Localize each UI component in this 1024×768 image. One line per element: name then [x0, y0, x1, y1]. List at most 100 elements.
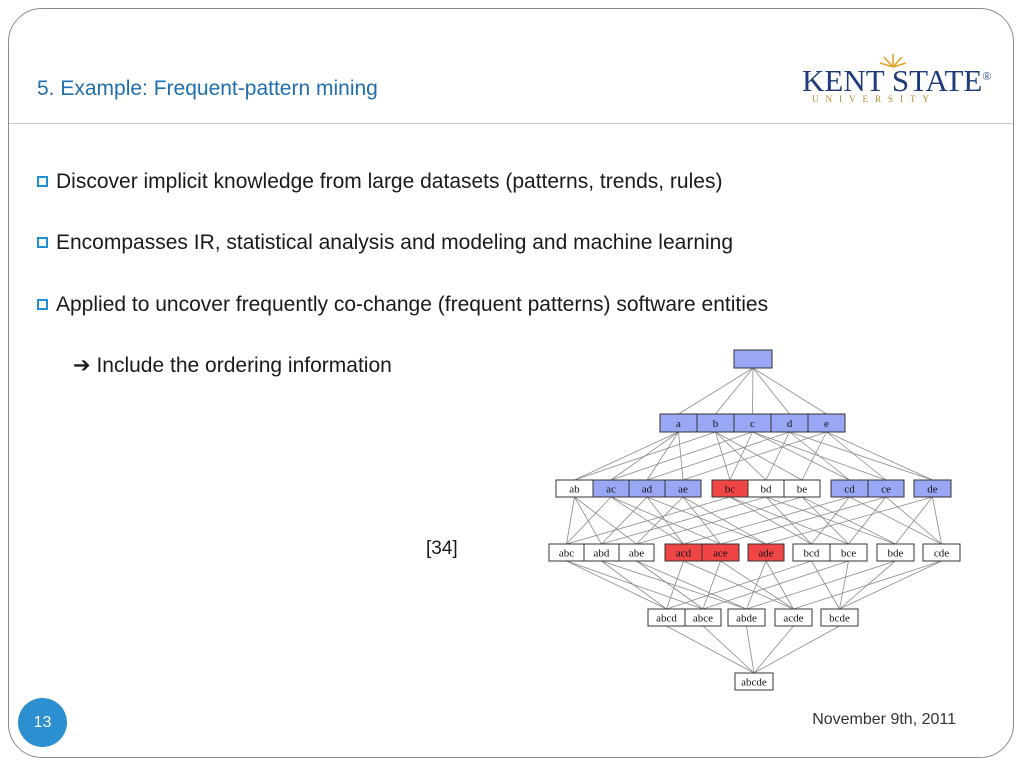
lattice-edge: [793, 560, 942, 610]
lattice-edge: [715, 431, 767, 481]
lattice-edge: [839, 560, 942, 610]
lattice-edge: [666, 625, 755, 674]
lattice-edge: [682, 496, 721, 545]
lattice-edge: [683, 496, 850, 545]
registered-mark: ®: [982, 69, 992, 83]
slide-date: November 9th, 2011: [812, 711, 956, 728]
lattice-edge: [715, 431, 731, 481]
lattice-edge: [720, 496, 887, 545]
bullet-text: Applied to uncover frequently co-change …: [56, 293, 769, 316]
lattice-node: ce: [867, 479, 905, 498]
lattice-node: [733, 349, 773, 369]
lattice-node-label: abd: [594, 548, 610, 560]
lattice-node: bcde: [820, 608, 859, 627]
lattice-node-label: ab: [569, 484, 580, 496]
arrow-right-icon: ➔: [73, 354, 91, 377]
lattice-node-label: e: [824, 418, 829, 430]
lattice-edge: [715, 367, 754, 415]
lattice-node-label: a: [676, 418, 681, 430]
bullet-text: Encompasses IR, statistical analysis and…: [56, 231, 734, 254]
lattice-node: cde: [922, 543, 961, 562]
sub-point-text: Include the ordering information: [96, 354, 392, 377]
lattice-node-label: b: [713, 418, 719, 430]
lattice-edge: [574, 431, 716, 481]
lattice-node: ade: [747, 543, 785, 562]
lattice-node-box: [922, 543, 961, 562]
lattice-node-label: ad: [642, 484, 653, 496]
lattice-node-box: [820, 608, 859, 627]
lattice-edge: [682, 496, 767, 545]
lattice-node-box: [733, 349, 773, 369]
lattice-edge: [601, 560, 667, 610]
lattice-node: ace: [701, 543, 740, 562]
lattice-node: abe: [618, 543, 655, 562]
lattice-edge: [566, 560, 704, 610]
lattice-node-box: [684, 608, 722, 627]
lattice-edge: [682, 431, 827, 481]
lattice-edge: [574, 496, 637, 545]
checkbox-bullet-icon: [37, 237, 48, 248]
lattice-node: de: [913, 479, 952, 498]
lattice-edge: [826, 431, 933, 481]
lattice-node-box: [727, 608, 766, 627]
lattice-edge: [839, 560, 849, 610]
lattice-node-label: bde: [888, 548, 904, 560]
lattice-edge: [566, 560, 667, 610]
lattice-node: bd: [747, 479, 785, 498]
lattice-edge: [848, 496, 887, 545]
lattice-node: e: [807, 413, 846, 433]
lattice-node-box: [618, 543, 655, 562]
lattice-node-label: be: [797, 484, 808, 496]
lattice-edge: [566, 496, 575, 545]
lattice-node: bce: [829, 543, 868, 562]
lattice-edge: [574, 431, 679, 481]
lattice-node: bde: [876, 543, 915, 562]
lattice-edge: [746, 560, 767, 610]
lattice-node-box: [807, 413, 846, 433]
lattice-node-label: abe: [629, 548, 644, 560]
lattice-edge: [752, 431, 850, 481]
lattice-node: ae: [664, 479, 702, 498]
lattice-edge: [646, 496, 767, 545]
title-divider: [9, 123, 1013, 124]
lattice-edge: [601, 496, 648, 545]
lattice-edge: [646, 431, 679, 481]
lattice-edge: [610, 431, 753, 481]
lattice-node: abd: [583, 543, 620, 562]
lattice-edge: [789, 431, 850, 481]
lattice-edge: [636, 560, 747, 610]
lattice-edge: [849, 496, 942, 545]
lattice-edge: [574, 496, 602, 545]
lattice-node: d: [770, 413, 809, 433]
lattice-node-box: [664, 479, 702, 498]
lattice-node-label: bcd: [804, 548, 820, 560]
lattice-edge: [811, 496, 850, 545]
checkbox-bullet-icon: [37, 299, 48, 310]
lattice-node-label: ace: [713, 548, 728, 560]
lattice-edge: [801, 431, 827, 481]
lattice-edge: [666, 560, 684, 610]
lattice-edge: [566, 496, 731, 545]
bullet-item: Applied to uncover frequently co-change …: [37, 293, 768, 317]
lattice-node-box: [783, 479, 821, 498]
lattice-node: ac: [592, 479, 630, 498]
lattice-edge: [720, 560, 794, 610]
lattice-node-label: acde: [783, 613, 803, 625]
sub-point: ➔ Include the ordering information: [73, 353, 392, 378]
lattice-node-label: acd: [676, 548, 692, 560]
lattice-node: be: [783, 479, 821, 498]
lattice-edge: [752, 367, 754, 415]
lattice-edge: [566, 496, 612, 545]
lattice-edge: [646, 431, 790, 481]
lattice-node: cd: [830, 479, 869, 498]
lattice-edge: [702, 625, 755, 674]
bullet-item: Encompasses IR, statistical analysis and…: [37, 231, 733, 255]
checkbox-bullet-icon: [37, 176, 48, 187]
lattice-edge: [729, 496, 812, 545]
lattice-edge: [702, 560, 849, 610]
lattice-node-label: ce: [881, 484, 891, 496]
lattice-node: a: [659, 413, 698, 433]
lattice-node-label: c: [750, 418, 755, 430]
lattice-node-label: ade: [758, 548, 773, 560]
